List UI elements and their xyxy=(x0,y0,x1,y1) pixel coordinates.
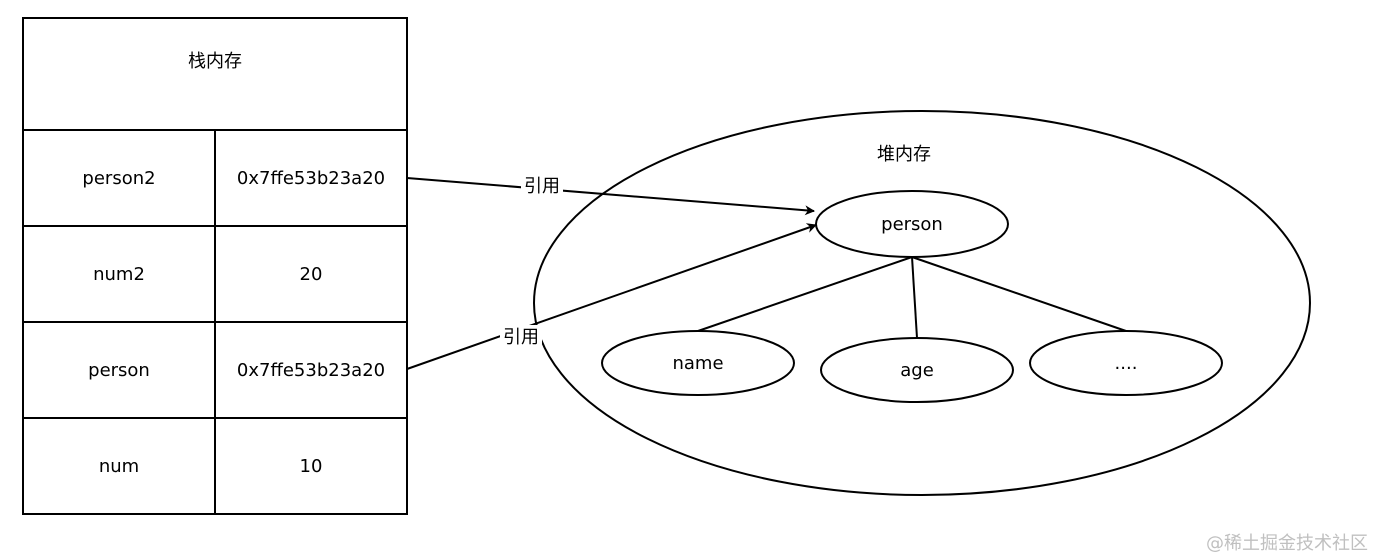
edge-person-name xyxy=(697,256,913,332)
reference-arrows: 引用 引用 xyxy=(406,174,817,370)
edge-person-more xyxy=(911,256,1127,332)
stack-row-1-name: person2 xyxy=(82,168,155,189)
stack-row-2-value-cell xyxy=(214,225,408,323)
stack-row-3-value-cell xyxy=(214,321,408,419)
stack-table: 栈内存 person2 0x7ffe53b23a20 num2 20 perso… xyxy=(22,17,408,515)
stack-row-4-name: num xyxy=(99,456,139,477)
field-age-node xyxy=(820,337,1014,403)
edge-person-age xyxy=(911,256,918,339)
watermark: @稀土掘金技术社区 xyxy=(1206,533,1368,554)
stack-row-4-value: 10 xyxy=(300,456,323,477)
reference-label-top-bg xyxy=(521,174,563,196)
field-more-node xyxy=(1029,330,1223,396)
stack-row-1-value-cell xyxy=(214,129,408,227)
reference-arrow-person2 xyxy=(406,177,815,216)
reference-label-bottom: 引用 xyxy=(503,327,539,348)
stack-title-cell xyxy=(22,17,408,131)
heap-ellipse xyxy=(533,110,1311,496)
field-name-node xyxy=(601,330,795,396)
field-age-label: age xyxy=(900,360,934,381)
person-object-label: person xyxy=(881,214,943,235)
stack-row-2-name: num2 xyxy=(93,264,145,285)
stack-row-2-name-cell xyxy=(22,225,216,323)
stack-row-3-name: person xyxy=(88,360,150,381)
field-name-label: name xyxy=(672,353,723,374)
stack-row-1-name-cell xyxy=(22,129,216,227)
stack-row-2-value: 20 xyxy=(300,264,323,285)
stack-row-4-name-cell xyxy=(22,417,216,515)
stack-title: 栈内存 xyxy=(188,51,242,72)
reference-label-bottom-bg xyxy=(500,325,542,347)
stack-row-4-value-cell xyxy=(214,417,408,515)
reference-arrow-person xyxy=(406,223,817,370)
heap-region: 堆内存 person name age .... xyxy=(533,110,1311,496)
stack-row-3-value: 0x7ffe53b23a20 xyxy=(237,360,385,381)
heap-title: 堆内存 xyxy=(877,144,931,165)
stack-row-1-value: 0x7ffe53b23a20 xyxy=(237,168,385,189)
field-more-label: .... xyxy=(1115,353,1138,374)
reference-label-top: 引用 xyxy=(524,176,560,197)
